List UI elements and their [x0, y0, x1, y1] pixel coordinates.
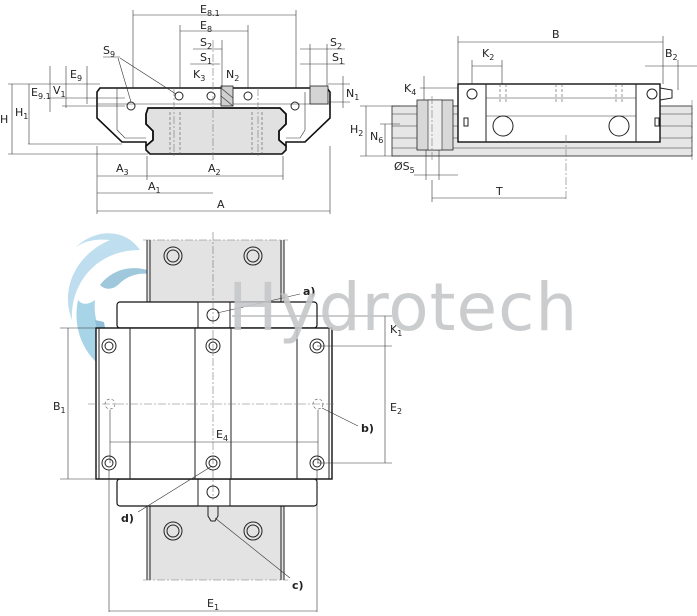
- watermark-text: Hydrotech: [228, 269, 578, 346]
- dim-label-h1: H1: [15, 106, 28, 121]
- note-b: b): [361, 422, 374, 435]
- dim-label-s5: ØS5: [394, 160, 415, 175]
- front-view: E8.1 E8 S2 S1 S9 K3 N2 E9 E9.1 V1 H H1 N…: [0, 3, 359, 214]
- dim-label-a3: A3: [116, 162, 129, 177]
- note-c: c): [292, 579, 304, 592]
- dim-label-t: T: [495, 185, 503, 198]
- dim-label-b1: B1: [53, 400, 66, 415]
- dim-label-h: H: [0, 113, 8, 126]
- dim-label-n1: N1: [346, 87, 359, 102]
- dim-label-s1-right: S1: [332, 51, 344, 66]
- dim-label-v1: V1: [53, 84, 66, 99]
- dim-label-k4: K4: [404, 82, 416, 97]
- dim-label-b2: B2: [665, 47, 678, 62]
- dim-label-a2: A2: [208, 162, 221, 177]
- dim-label-k2: K2: [482, 47, 494, 62]
- dim-label-e9: E9: [70, 68, 82, 83]
- dim-label-n2: N2: [226, 68, 239, 83]
- dim-label-b: B: [552, 28, 560, 41]
- dim-label-k3: K3: [193, 68, 205, 83]
- side-view: B K2 B2 K4 H2 N6 ØS5 T: [350, 28, 697, 202]
- dim-label-e8-1: E8.1: [200, 3, 220, 18]
- dim-label-k1: K1: [390, 323, 402, 338]
- dim-label-s2-right: S2: [330, 36, 342, 51]
- dim-label-s2: S2: [200, 36, 212, 51]
- dim-label-s9: S9: [103, 44, 115, 59]
- dim-label-s1: S1: [200, 51, 212, 66]
- dim-label-a: A: [217, 198, 225, 211]
- top-view: B1 E2 K1 E4 E1 a) b) c) d): [53, 232, 402, 612]
- dim-label-h2: H2: [350, 123, 363, 138]
- dim-label-e8: E8: [200, 19, 212, 34]
- dim-label-a1: A1: [148, 180, 161, 195]
- note-a: a): [303, 285, 315, 298]
- note-d: d): [121, 512, 134, 525]
- dim-label-e1: E1: [207, 597, 219, 612]
- dim-label-n6: N6: [370, 130, 383, 145]
- dim-label-e9-1: E9.1: [31, 86, 51, 101]
- dim-label-e4: E4: [216, 428, 228, 443]
- dim-label-e2: E2: [390, 401, 402, 416]
